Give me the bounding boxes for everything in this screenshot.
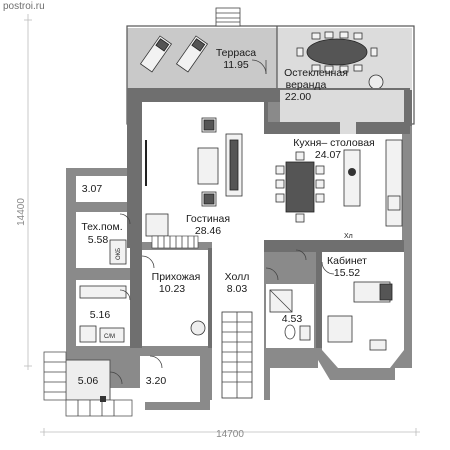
wc-fixtures <box>269 289 311 341</box>
veranda-area: 22.00 <box>285 91 311 103</box>
room-labels: Терраса 11.95 Остекленная веранда 22.00 … <box>78 47 375 387</box>
oval-table-icon <box>296 31 378 73</box>
storage-area: 3.07 <box>82 183 103 195</box>
vestibule-area: 3.20 <box>146 375 167 387</box>
hall-area: 8.03 <box>227 283 248 295</box>
kitchen-area: 24.07 <box>315 149 341 161</box>
height-dimension: 14400 <box>16 198 27 226</box>
bath-area: 5.16 <box>90 309 111 321</box>
kitchen-furniture <box>275 139 403 227</box>
hall-name: Холл <box>225 271 250 283</box>
veranda-name-line1: Остекленная <box>284 67 348 79</box>
office-name: Кабинет <box>327 255 367 267</box>
wc-area: 4.53 <box>282 313 303 325</box>
washer-label: С/М <box>104 334 115 340</box>
veranda-name-line2: веранда <box>286 79 327 91</box>
storage-room <box>76 176 130 202</box>
entry-area: 10.23 <box>159 283 185 295</box>
entry-name: Прихожая <box>152 271 201 283</box>
living-area: 28.46 <box>195 225 221 237</box>
office-area: 15.52 <box>334 267 360 279</box>
fridge-label: Хл <box>344 233 353 240</box>
dimension-lines: 14400 14700 <box>16 14 420 440</box>
width-dimension: 14700 <box>216 429 244 440</box>
living-name: Гостиная <box>186 213 230 225</box>
living-furniture <box>145 117 243 237</box>
plant-icon <box>190 320 206 336</box>
stairs-icon <box>151 235 199 249</box>
utility-area: 5.58 <box>88 234 109 246</box>
utility-fixtures: ОКБ С/М <box>79 239 127 343</box>
watermark: postroi.ru <box>3 1 45 12</box>
terrace-area: 11.95 <box>223 59 249 71</box>
lounger-icon <box>139 35 173 73</box>
hall-stairs-icon <box>221 311 253 399</box>
utility-name: Тех.пом. <box>81 221 122 233</box>
vestibule <box>140 356 200 402</box>
door-arcs <box>109 213 335 385</box>
porch-area: 5.06 <box>78 375 99 387</box>
boiler-label: ОКБ <box>116 248 122 260</box>
plant-icon <box>368 74 384 90</box>
lounger-icon <box>175 35 209 73</box>
kitchen-name: Кухня– столовая <box>293 137 374 149</box>
terrace-name: Терраса <box>216 47 256 59</box>
porch <box>43 351 133 417</box>
office-furniture <box>327 281 393 351</box>
